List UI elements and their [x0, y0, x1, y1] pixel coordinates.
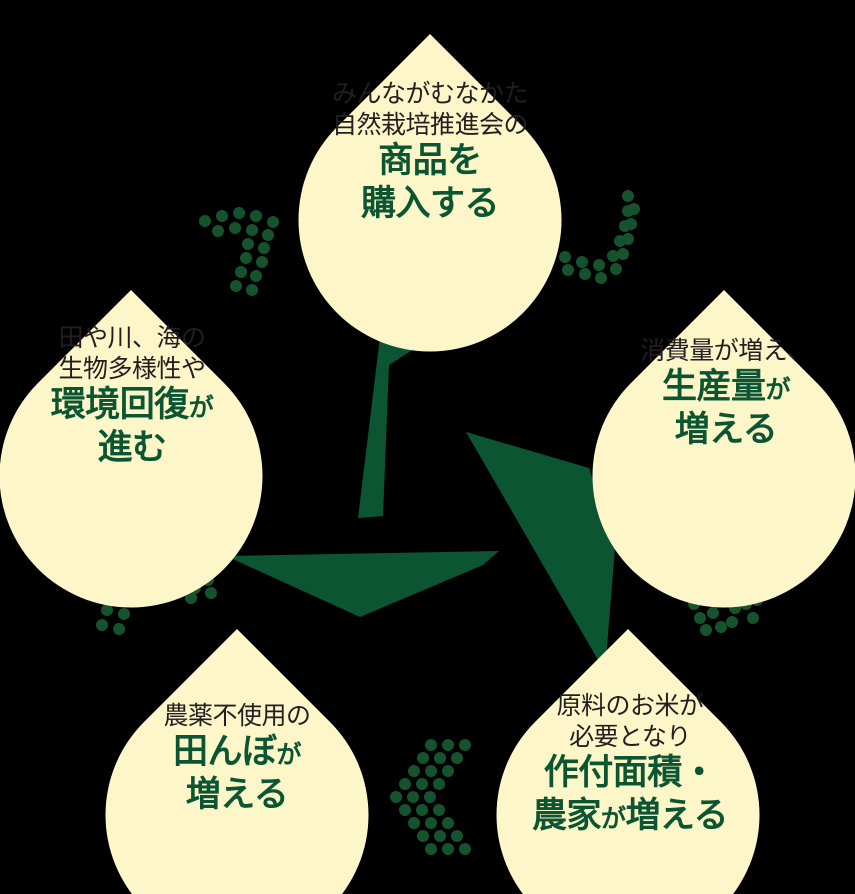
- node-shape-top[interactable]: [298, 34, 562, 352]
- node-shape-group: [0, 34, 855, 894]
- node-shape-bottom-left[interactable]: [105, 629, 369, 894]
- node-shape-left[interactable]: [0, 290, 263, 608]
- node-shape-bottom-right[interactable]: [496, 629, 760, 894]
- arrow-down-right: [466, 432, 615, 672]
- dots-top-right-icon: [559, 190, 640, 284]
- node-shape-right[interactable]: [592, 290, 855, 608]
- dots-bottom-center-icon: [390, 739, 471, 855]
- arrow-down-left: [226, 551, 499, 617]
- dots-top-left-icon: [199, 207, 279, 296]
